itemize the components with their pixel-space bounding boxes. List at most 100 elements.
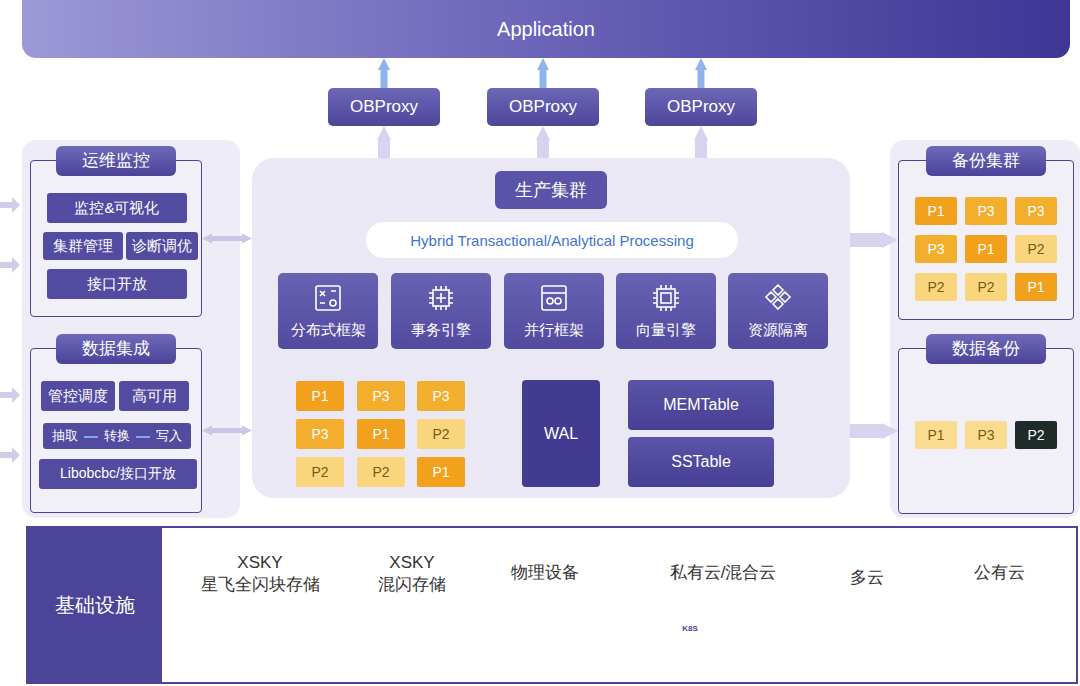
node-label: P3 <box>927 241 944 257</box>
feature-icon <box>426 283 456 313</box>
partition-box: P2 <box>417 419 465 449</box>
storage-box: SSTable <box>628 437 774 487</box>
storage-box: MEMTable <box>628 380 774 430</box>
proxy-box: OBProxy <box>645 88 757 126</box>
node-label: OBProxy <box>350 97 418 117</box>
node-label: P1 <box>432 464 449 480</box>
partition-box: P1 <box>915 421 957 449</box>
partition-box: P3 <box>296 419 344 449</box>
partition-box: P1 <box>357 419 405 449</box>
node-label: MEMTable <box>663 396 739 414</box>
node-label: P1 <box>977 241 994 257</box>
partition-box: P1 <box>1015 273 1057 301</box>
node-label: P1 <box>927 427 944 443</box>
node-label: 写入 <box>156 427 182 445</box>
infra-item: 物理设备 <box>495 562 595 588</box>
node-label: 分布式框架 <box>291 321 366 340</box>
node-label: 管控调度 <box>48 387 108 406</box>
node-label: XSKY 混闪存储 <box>366 552 458 596</box>
node-label: P3 <box>1027 203 1044 219</box>
partition-box: P3 <box>965 197 1007 225</box>
node-label: Application <box>497 18 595 41</box>
feature-tile: 资源隔离 <box>728 273 828 349</box>
connector <box>850 233 882 247</box>
partition-box: P2 <box>915 273 957 301</box>
cluster-panel: 生产集群Hybrid Transactional/Analytical Proc… <box>252 158 850 498</box>
connector <box>212 428 242 433</box>
wal-box: WAL <box>522 380 600 487</box>
heading-label: 数据备份 <box>926 334 1046 364</box>
partition-box: P3 <box>357 381 405 411</box>
node-label: P3 <box>432 388 449 404</box>
function-box: 接口开放 <box>47 269 187 299</box>
node-label: 监控&可视化 <box>74 199 159 218</box>
heading-label: 备份集群 <box>926 146 1046 176</box>
node-label: P1 <box>1027 279 1044 295</box>
proxy-box: OBProxy <box>328 88 440 126</box>
node-label: OBProxy <box>667 97 735 117</box>
htap-pill: Hybrid Transactional/Analytical Processi… <box>366 222 738 258</box>
partition-box: P1 <box>915 197 957 225</box>
node-label: 并行框架 <box>524 321 584 340</box>
partition-box: P2 <box>357 457 405 487</box>
partition-box: P2 <box>965 273 1007 301</box>
partition-box: P1 <box>296 381 344 411</box>
connector <box>378 140 390 158</box>
node-label: P2 <box>432 426 449 442</box>
node-label: XSKY 星飞全闪块存储 <box>185 552 335 596</box>
feature-icon <box>313 283 343 313</box>
feature-tile: 并行框架 <box>504 273 604 349</box>
icon-label: K8S <box>682 624 698 633</box>
node-label: P1 <box>927 203 944 219</box>
connector <box>698 70 705 88</box>
partition-box: P2 <box>1015 235 1057 263</box>
node-label: P3 <box>977 203 994 219</box>
node-label: P1 <box>311 388 328 404</box>
partition-box: P2 <box>1015 421 1057 449</box>
side-panel <box>22 140 240 518</box>
group-box: 备份集群P1P3P3P3P1P2P2P2P1 <box>898 160 1074 320</box>
group-box: 运维监控监控&可视化集群管理诊断调优接口开放 <box>30 160 202 317</box>
node-label: 集群管理 <box>53 237 113 256</box>
partition-box: P3 <box>1015 197 1057 225</box>
node-label: SSTable <box>671 453 731 471</box>
node-label: 私有云/混合云 <box>670 562 777 584</box>
function-box: 监控&可视化 <box>47 193 187 223</box>
feature-tile: 分布式框架 <box>278 273 378 349</box>
node-label: 事务引擎 <box>411 321 471 340</box>
connector <box>695 140 707 158</box>
partition-box: P3 <box>417 381 465 411</box>
function-box: 管控调度 <box>41 381 115 411</box>
function-box: 集群管理 <box>43 232 123 260</box>
node-label: Libobcbc/接口开放 <box>60 465 176 483</box>
feature-icon <box>763 283 793 313</box>
heading-label: 基础设施 <box>28 528 162 682</box>
feature-tile: 向量引擎 <box>616 273 716 349</box>
node-label: 抽取 <box>52 427 98 445</box>
infra-item: XSKY 混闪存储 <box>366 552 458 600</box>
connector <box>381 70 388 88</box>
node-label: 资源隔离 <box>748 321 808 340</box>
partition-box: P3 <box>965 421 1007 449</box>
node-label: P1 <box>372 426 389 442</box>
node-label: OBProxy <box>509 97 577 117</box>
node-label: 诊断调优 <box>132 237 192 256</box>
node-label: 多云 <box>850 567 884 589</box>
node-label: 物理设备 <box>511 562 579 584</box>
app-bar: Application <box>22 0 1070 58</box>
node-label: WAL <box>544 425 578 443</box>
group-box: 数据备份P1P3P2 <box>898 348 1074 514</box>
node-label: P3 <box>977 427 994 443</box>
feature-tile: 事务引擎 <box>391 273 491 349</box>
function-box: 诊断调优 <box>126 232 198 260</box>
node-label: 向量引擎 <box>636 321 696 340</box>
node-label: P2 <box>1027 241 1044 257</box>
node-label: P2 <box>977 279 994 295</box>
node-label: P2 <box>372 464 389 480</box>
function-box: 高可用 <box>119 381 189 411</box>
proxy-box: OBProxy <box>487 88 599 126</box>
connector <box>540 70 547 88</box>
infra-band: 基础设施XSKY 星飞全闪块存储XSKY 混闪存储物理设备私有云/混合云多云公有… <box>26 526 1078 684</box>
feature-icon <box>651 283 681 313</box>
feature-icon <box>539 283 569 313</box>
